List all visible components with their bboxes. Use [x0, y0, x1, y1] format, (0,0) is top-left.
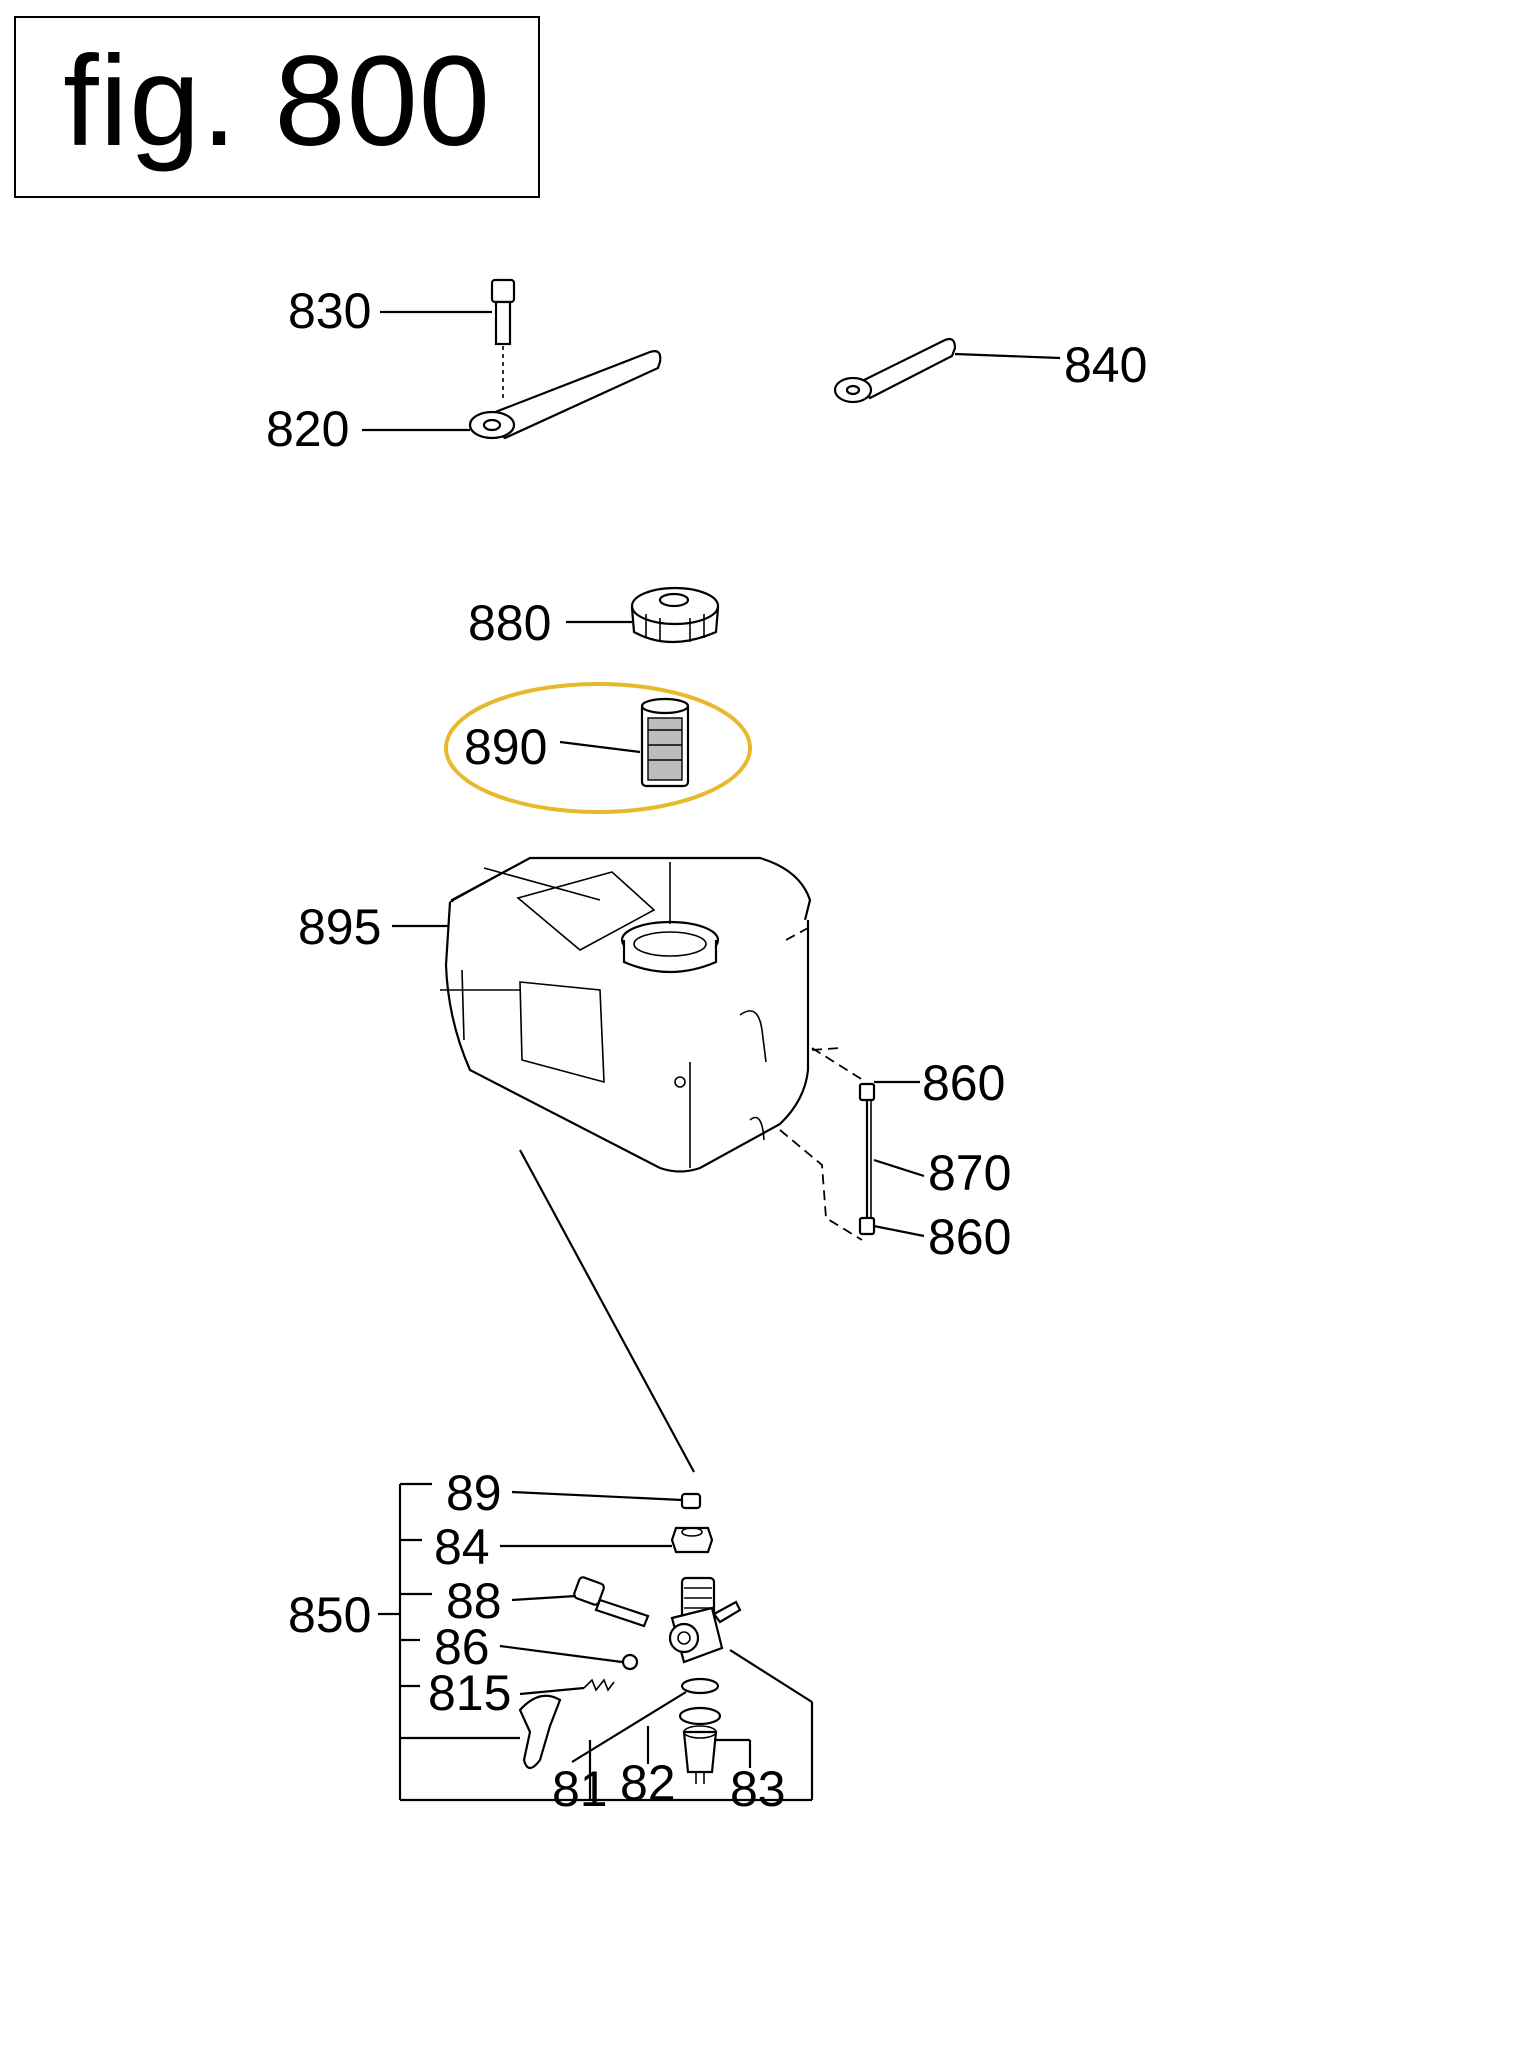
leader-870: [873, 1158, 925, 1178]
strap-820: [468, 350, 662, 440]
label-86: 86: [434, 1619, 490, 1675]
label-81: 81: [552, 1761, 608, 1817]
leader-815: [519, 1686, 585, 1696]
label-860-bottom: 860: [928, 1209, 1011, 1265]
label-88: 88: [446, 1573, 502, 1629]
fuel-cock-parts: [518, 1492, 742, 1784]
fuel-tank-895: [440, 856, 841, 1173]
label-890: 890: [464, 719, 547, 775]
leader-tank-to-cock: [519, 1149, 695, 1473]
figure-title-box: fig. 800: [14, 16, 540, 198]
strap-840: [833, 337, 957, 404]
label-830: 830: [288, 283, 371, 339]
highlight-890: [444, 682, 752, 814]
leader-89: [511, 1490, 683, 1502]
label-850: 850: [288, 1587, 371, 1643]
label-840: 840: [1064, 337, 1147, 393]
label-815: 815: [428, 1665, 511, 1721]
fuel-cap-880: [630, 586, 720, 644]
leader-840: [954, 352, 1061, 360]
label-870: 870: [928, 1145, 1011, 1201]
label-84: 84: [434, 1519, 490, 1575]
label-860-top: 860: [922, 1055, 1005, 1111]
bolt-830: [490, 278, 516, 402]
label-89: 89: [446, 1465, 502, 1521]
leader-88: [511, 1594, 577, 1602]
label-83: 83: [730, 1761, 786, 1817]
leader-890: [559, 740, 641, 754]
leader-81: [571, 1691, 687, 1763]
label-82: 82: [620, 1755, 676, 1811]
leader-86: [499, 1644, 623, 1664]
label-820: 820: [266, 401, 349, 457]
label-895: 895: [298, 899, 381, 955]
leader-860-bottom: [873, 1224, 925, 1238]
fuel-filter-890: [640, 697, 690, 788]
label-880: 880: [468, 595, 551, 651]
figure-title: fig. 800: [63, 30, 491, 173]
fuel-cock-bracket-850: [398, 1482, 814, 1802]
